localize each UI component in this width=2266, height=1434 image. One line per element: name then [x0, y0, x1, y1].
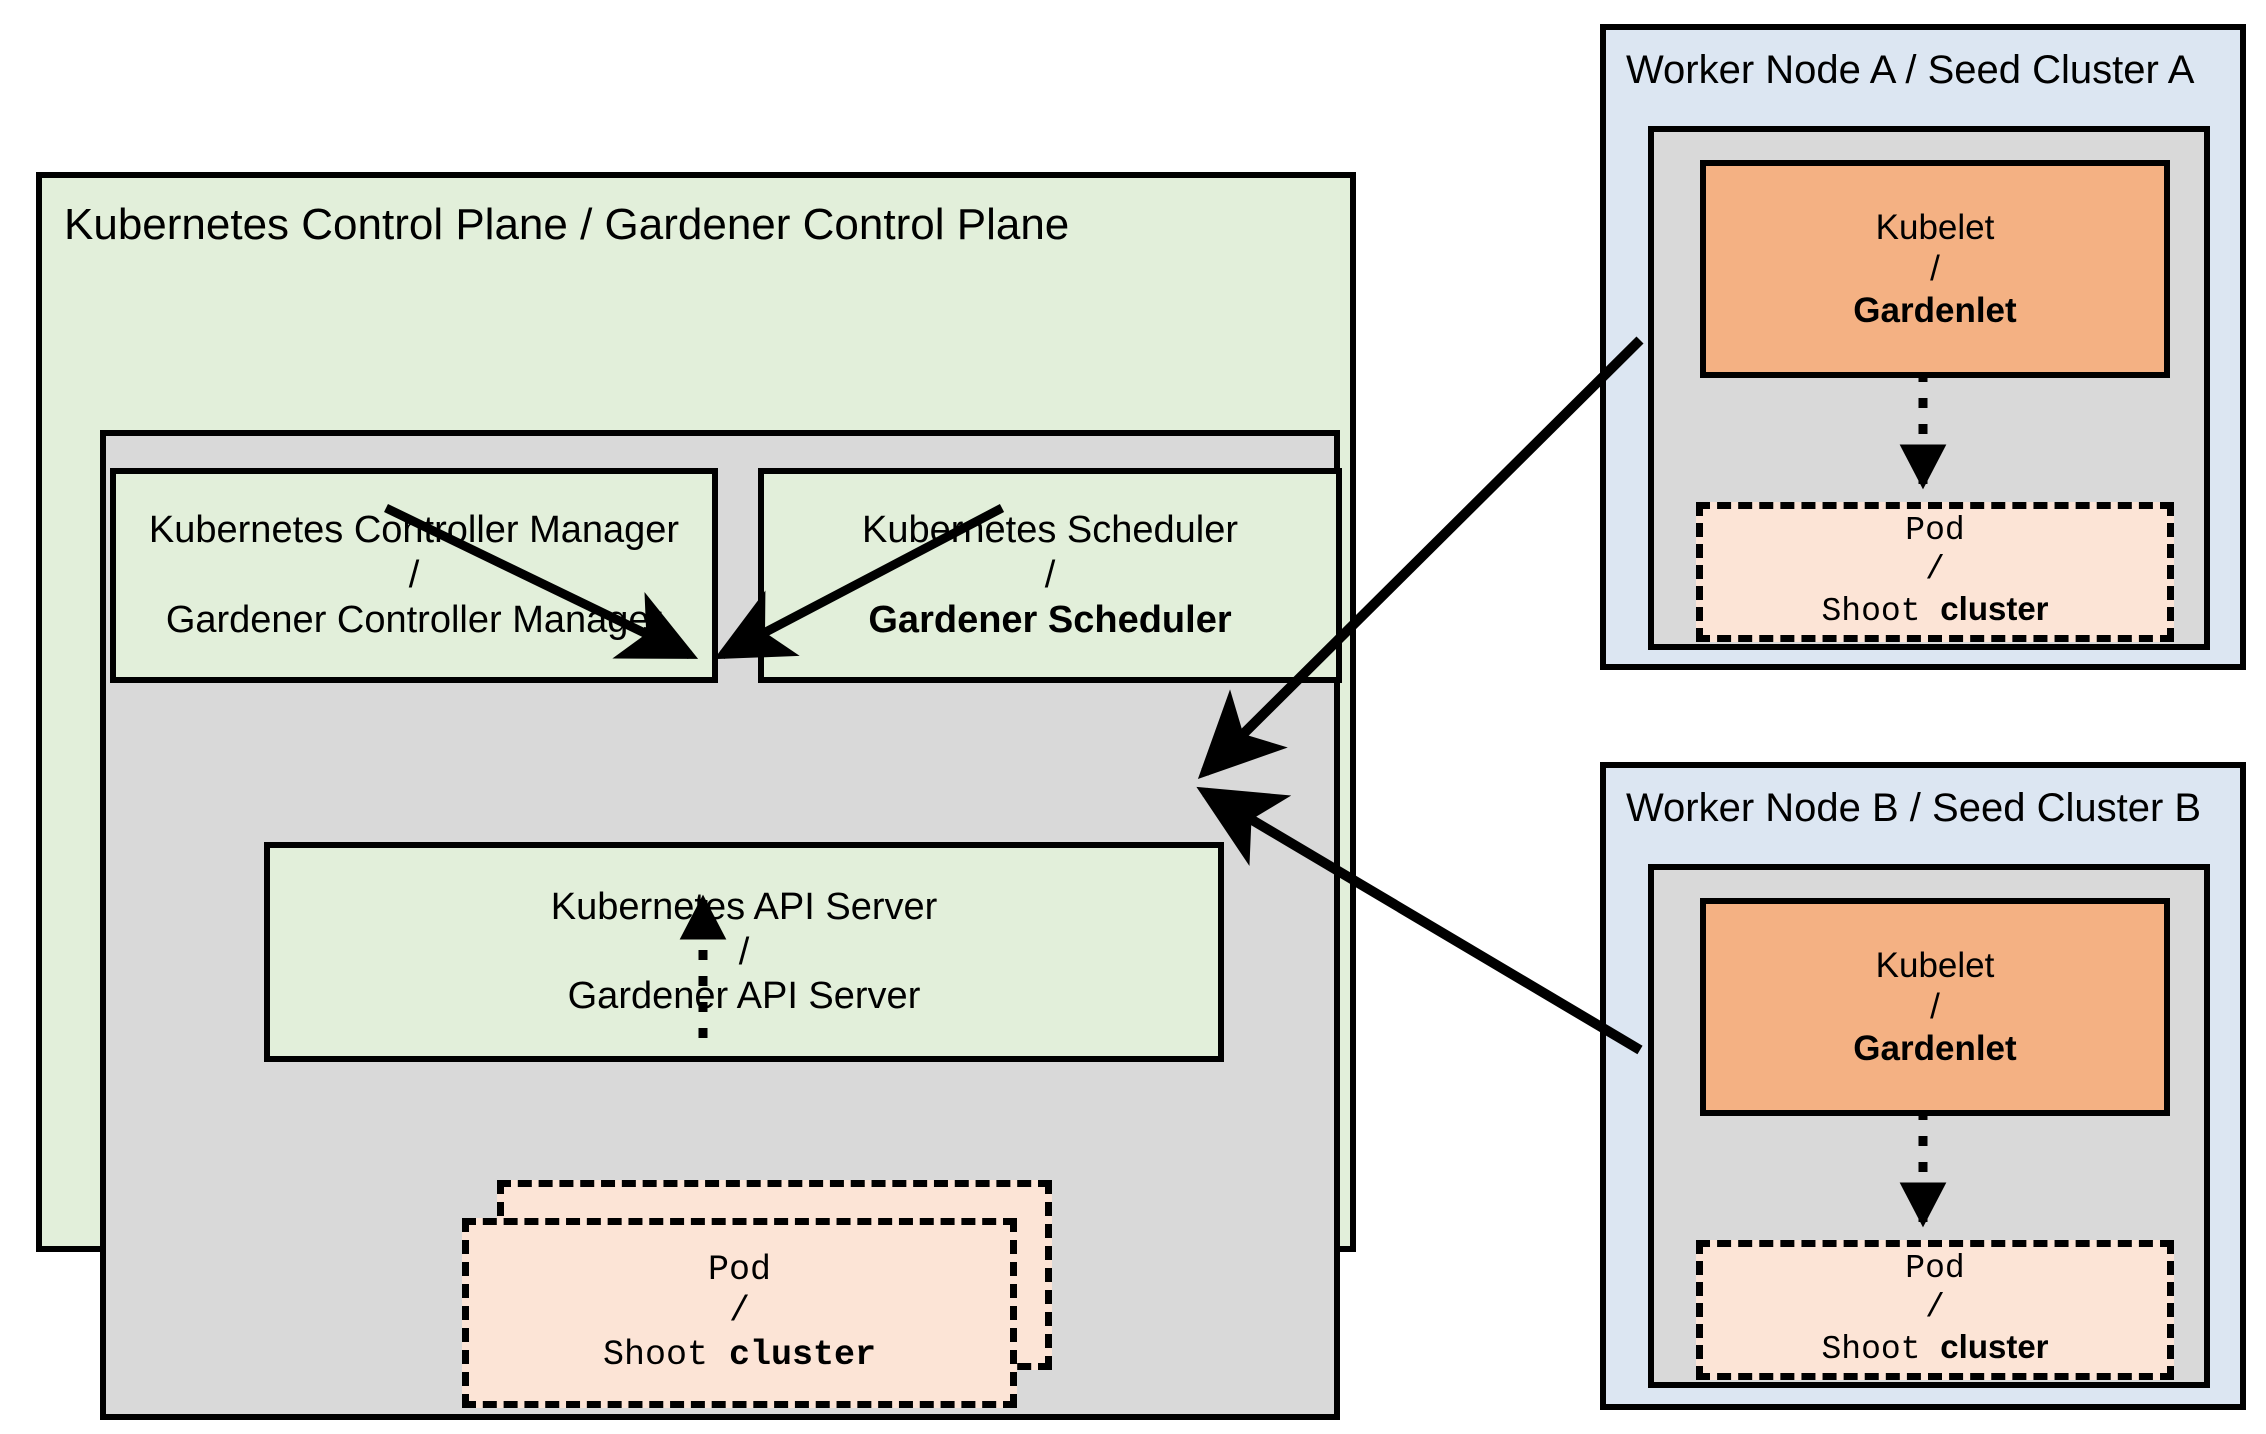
- seed-b-pod-line1: Pod: [1905, 1250, 1965, 1288]
- cp-pod-line2-bold: cluster: [729, 1335, 877, 1376]
- seed-a-pod-line2: Shoot cluster: [1821, 590, 2048, 632]
- seed-a-pod-separator: /: [1925, 551, 1945, 589]
- seed-cluster-a-inner-panel: Kubelet / Gardenlet Pod / Shoot cluster: [1648, 126, 2210, 650]
- seed-b-kubelet-separator: /: [1930, 987, 1940, 1027]
- seed-a-pod-line2-mono: Shoot: [1821, 592, 1941, 630]
- kcm-separator: /: [408, 554, 420, 597]
- cp-pod-line2: Shoot cluster: [603, 1332, 876, 1376]
- api-server-separator: /: [738, 930, 750, 973]
- kcm-line1: Kubernetes Controller Manager: [148, 509, 680, 552]
- seed-a-pod-line1: Pod: [1905, 512, 1965, 550]
- kubernetes-scheduler-box: Kubernetes Scheduler / Gardener Schedule…: [758, 468, 1342, 683]
- seed-a-pod-line2-bold: cluster: [1940, 589, 2049, 627]
- seed-cluster-b-title: Worker Node B / Seed Cluster B: [1626, 786, 2202, 830]
- control-plane-pod-box: Pod / Shoot cluster: [462, 1218, 1017, 1408]
- kubernetes-api-server-box: Kubernetes API Server / Gardener API Ser…: [264, 842, 1224, 1062]
- seed-b-pod-box: Pod / Shoot cluster: [1696, 1240, 2174, 1380]
- seed-cluster-b-inner-panel: Kubelet / Gardenlet Pod / Shoot cluster: [1648, 864, 2210, 1388]
- seed-a-kubelet-box: Kubelet / Gardenlet: [1700, 160, 2170, 378]
- seed-a-kubelet-line1: Kubelet: [1875, 208, 1995, 248]
- seed-b-pod-line2: Shoot cluster: [1821, 1328, 2048, 1370]
- seed-cluster-a-title: Worker Node A / Seed Cluster A: [1626, 48, 2195, 92]
- cp-pod-line1: Pod: [707, 1249, 771, 1290]
- scheduler-line1: Kubernetes Scheduler: [861, 509, 1239, 552]
- api-server-line1: Kubernetes API Server: [550, 885, 938, 928]
- cp-pod-line2-mono: Shoot: [602, 1335, 729, 1376]
- seed-b-kubelet-line1: Kubelet: [1875, 946, 1995, 986]
- control-plane-panel: Kubernetes Control Plane / Gardener Cont…: [36, 172, 1356, 1420]
- api-server-line2: Gardener API Server: [567, 975, 921, 1018]
- seed-b-pod-separator: /: [1925, 1289, 1945, 1327]
- seed-a-gardenlet-label: Gardenlet: [1853, 290, 2017, 330]
- kubernetes-controller-manager-box: Kubernetes Controller Manager / Gardener…: [110, 468, 718, 683]
- kcm-line2: Gardener Controller Manager: [165, 598, 663, 641]
- seed-cluster-a-panel: Worker Node A / Seed Cluster A Kubelet /…: [1600, 24, 2246, 670]
- scheduler-separator: /: [1044, 554, 1056, 597]
- scheduler-line2: Gardener Scheduler: [868, 598, 1232, 641]
- seed-b-pod-line2-mono: Shoot: [1821, 1330, 1941, 1368]
- seed-a-pod-box: Pod / Shoot cluster: [1696, 502, 2174, 642]
- seed-b-gardenlet-label: Gardenlet: [1853, 1028, 2017, 1068]
- seed-cluster-b-panel: Worker Node B / Seed Cluster B Kubelet /…: [1600, 762, 2246, 1410]
- seed-a-kubelet-separator: /: [1930, 249, 1940, 289]
- control-plane-title: Kubernetes Control Plane / Gardener Cont…: [64, 200, 1070, 249]
- seed-b-kubelet-box: Kubelet / Gardenlet: [1700, 898, 2170, 1116]
- seed-b-pod-line2-bold: cluster: [1940, 1327, 2049, 1365]
- cp-pod-separator: /: [728, 1290, 750, 1331]
